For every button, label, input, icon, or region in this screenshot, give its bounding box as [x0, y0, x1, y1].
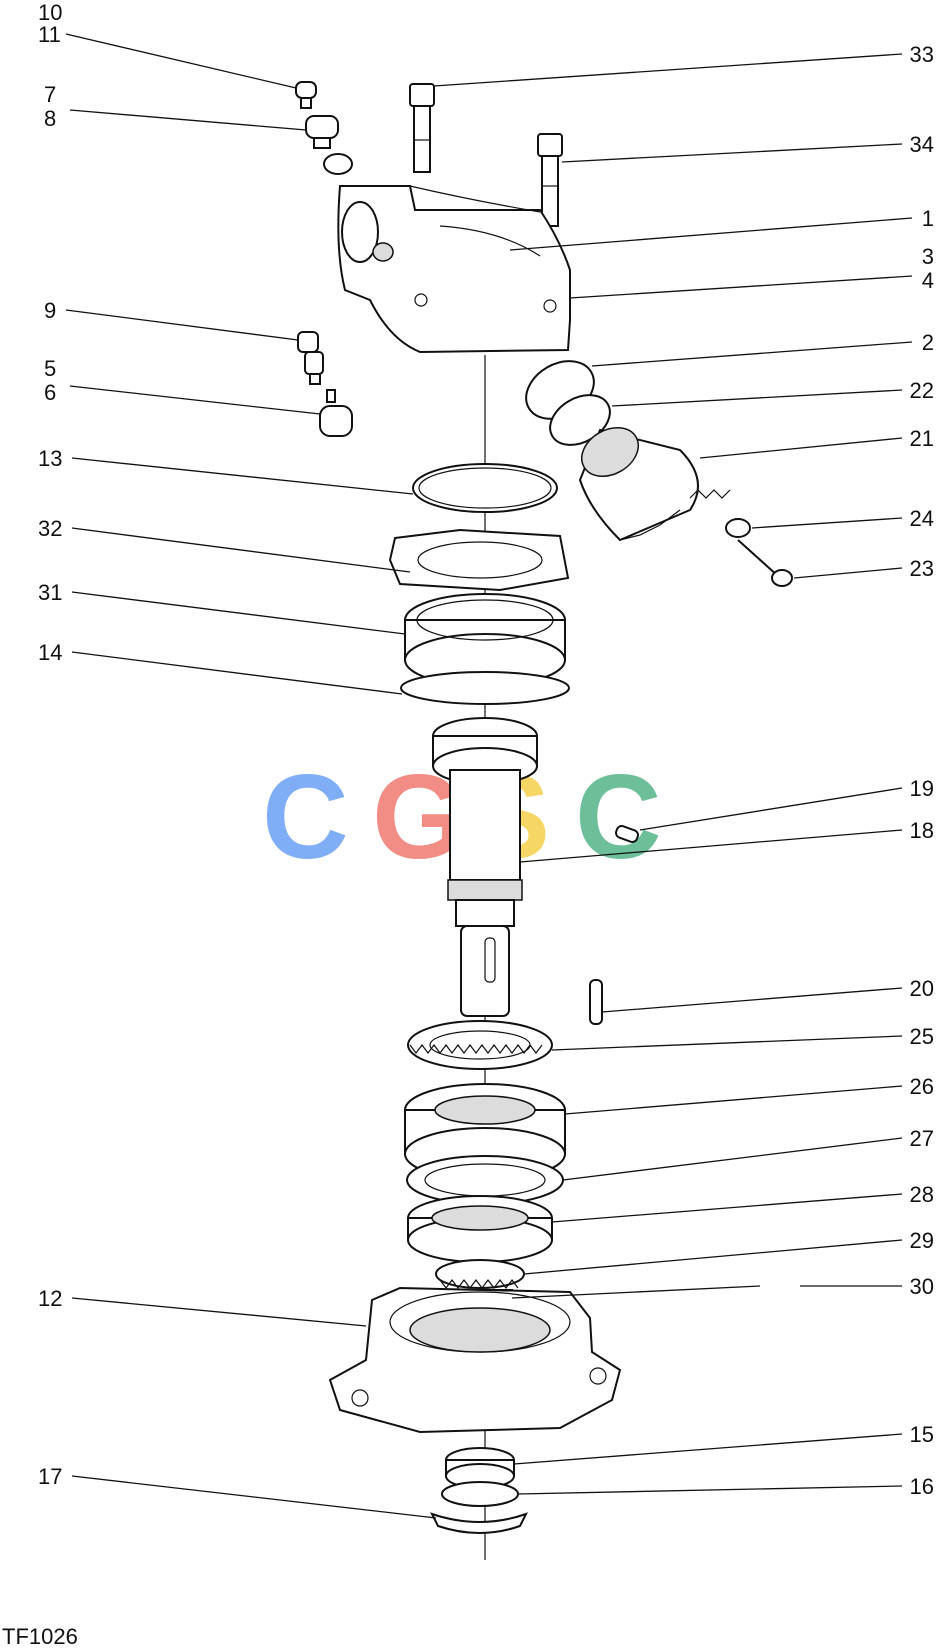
callout-14: 14	[38, 640, 62, 665]
callout-26: 26	[910, 1074, 934, 1099]
callout-13: 13	[38, 446, 62, 471]
callout-33: 33	[910, 42, 934, 67]
callout-8: 8	[44, 106, 56, 131]
callout-5: 5	[44, 356, 56, 381]
housing-1	[337, 185, 571, 354]
callout-10: 10	[38, 0, 62, 25]
callout-4: 4	[922, 268, 934, 293]
callout-19: 19	[910, 776, 934, 801]
watermark-letter-c1: C	[262, 750, 349, 884]
pin-23	[737, 539, 793, 587]
callout-2: 2	[922, 330, 934, 355]
plug-10-11	[295, 81, 317, 109]
figure-id: TF1026	[2, 1624, 78, 1649]
plug-9	[297, 331, 324, 385]
callout-17: 17	[38, 1464, 62, 1489]
callout-6: 6	[44, 380, 56, 405]
gear-29	[435, 1259, 525, 1289]
callout-9: 9	[44, 298, 56, 323]
bolt-34	[537, 133, 563, 227]
callouts-right: 33 34 1 3 4 2 22 21 24 23 19 18 20 25 26…	[433, 42, 934, 1499]
base-housing-12	[328, 1286, 622, 1434]
callout-25: 25	[910, 1024, 934, 1049]
plug-5-6	[319, 389, 353, 437]
clip-17	[430, 1512, 528, 1534]
o-ring-13	[412, 463, 558, 513]
callout-34: 34	[910, 132, 934, 157]
callout-18: 18	[910, 818, 934, 843]
callout-20: 20	[910, 976, 934, 1001]
callout-22: 22	[910, 378, 934, 403]
callout-31: 31	[38, 580, 62, 605]
shaft-18	[432, 717, 538, 1017]
callout-7: 7	[44, 82, 56, 107]
callout-32: 32	[38, 516, 62, 541]
plug-7-8	[305, 115, 353, 175]
callout-3: 3	[922, 244, 934, 269]
callout-29: 29	[910, 1228, 934, 1253]
ring-16	[441, 1481, 519, 1507]
callout-23: 23	[910, 556, 934, 581]
callout-30: 30	[910, 1274, 934, 1299]
shim-32	[388, 528, 570, 592]
callout-27: 27	[910, 1126, 934, 1151]
bearing-28	[407, 1195, 553, 1263]
callouts-left: 10 11 7 8 9 5 6 13 32 31 14 12 17	[38, 0, 437, 1519]
callout-21: 21	[910, 426, 934, 451]
gear-25	[407, 1020, 553, 1070]
watermark-letter-c2: C	[575, 750, 662, 884]
ring-14	[400, 671, 570, 705]
callout-12: 12	[38, 1286, 62, 1311]
callout-1: 1	[922, 206, 934, 231]
key-19	[615, 825, 639, 843]
callout-16: 16	[910, 1474, 934, 1499]
spring-24	[689, 489, 751, 538]
gear-assembly-21	[525, 360, 699, 542]
callout-11: 11	[38, 22, 61, 47]
key-20	[589, 979, 603, 1025]
bolt-33	[409, 83, 435, 173]
callout-24: 24	[910, 506, 934, 531]
callout-15: 15	[910, 1422, 934, 1447]
callout-28: 28	[910, 1182, 934, 1207]
